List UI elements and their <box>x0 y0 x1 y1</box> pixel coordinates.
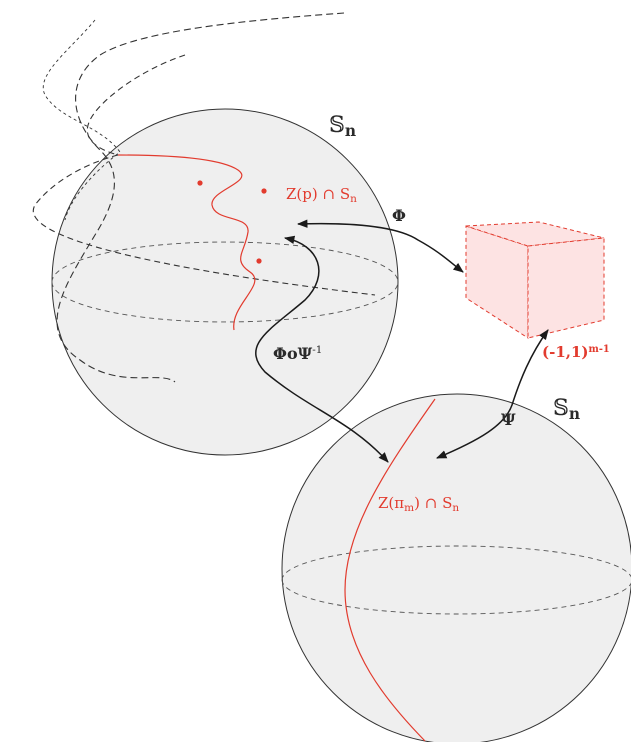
sphere-top-subscript: n <box>344 121 357 140</box>
cube-superscript: m-1 <box>588 343 610 355</box>
zero-set-pi-curve <box>344 398 436 742</box>
zero-set-pi-label: Z(πm) ∩ Sn <box>378 494 460 514</box>
top-sphere <box>51 108 399 456</box>
zero-set-p-subscript: n <box>350 192 357 205</box>
bottom-sphere <box>281 393 631 742</box>
phi-arrow <box>296 219 464 273</box>
sphere-bottom-symbol: 𝕊 <box>553 396 569 421</box>
composite-arrow <box>255 235 389 463</box>
composite-main: ΦoΨ <box>273 344 313 363</box>
cube-label: (-1,1)m-1 <box>542 343 610 361</box>
arrows <box>255 219 549 463</box>
red-point <box>256 258 262 264</box>
zero-set-pi-main: Z(π <box>378 494 405 512</box>
zero-set-p-curve <box>117 154 256 331</box>
zero-set-pi-subscript-n: n <box>452 501 460 514</box>
psi-arrow <box>436 329 549 459</box>
cube <box>465 221 605 339</box>
psi-label: Ψ <box>501 410 516 429</box>
top-sphere-equator-back <box>51 241 399 283</box>
bottom-sphere-equator-front <box>281 579 631 615</box>
composite-superscript: -1 <box>312 344 323 357</box>
sphere-bottom-label: 𝕊n <box>553 396 581 423</box>
zero-set-p-label: Z(p) ∩ Sn <box>286 185 357 205</box>
space-curve-outer <box>56 12 345 383</box>
zero-set-pi-rest: ) ∩ S <box>414 494 453 512</box>
cube-side-face <box>527 237 605 339</box>
sphere-top-label: 𝕊n <box>329 113 357 140</box>
zero-set-p-main: Z(p) ∩ S <box>286 185 351 203</box>
red-point <box>261 188 267 194</box>
red-point <box>197 180 203 186</box>
sphere-bottom-subscript: n <box>568 404 581 423</box>
cube-main: (-1,1) <box>542 343 589 361</box>
zero-set-pi-subscript-m: m <box>404 501 415 514</box>
red-points <box>197 180 267 264</box>
space-curve-inner <box>32 54 376 296</box>
top-sphere-equator-front <box>51 281 399 323</box>
phi-label: Φ <box>392 206 406 225</box>
space-curves <box>32 12 376 383</box>
bottom-sphere-equator-back <box>281 545 631 581</box>
composite-label: ΦoΨ-1 <box>273 344 323 363</box>
sphere-top-symbol: 𝕊 <box>329 113 345 138</box>
space-curve-thin <box>42 19 121 221</box>
